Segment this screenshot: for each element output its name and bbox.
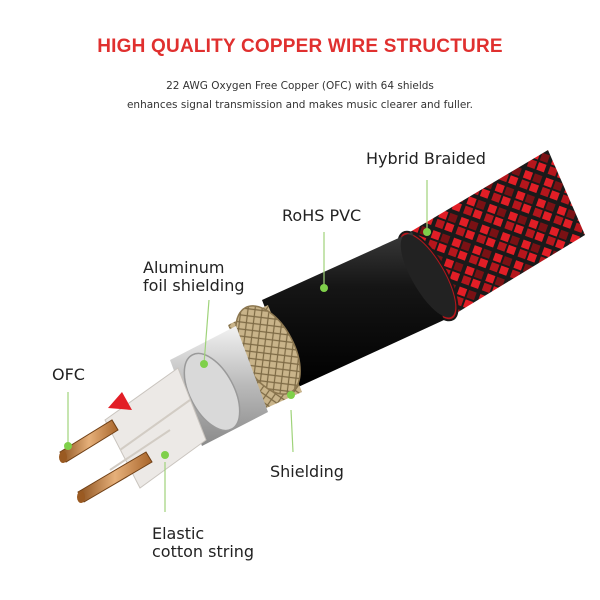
label-elastic-line-2: cotton string [152, 542, 255, 561]
subtitle-line-1: 22 AWG Oxygen Free Copper (OFC) with 64 … [166, 80, 434, 92]
copper-conductors [59, 419, 153, 503]
label-elastic-line-1: Elastic [152, 524, 205, 543]
pointer-dots [64, 228, 431, 459]
label-shielding: Shielding [270, 462, 344, 481]
page-title: HIGH QUALITY COPPER WIRE STRUCTURE [97, 36, 503, 57]
label-hybrid-braided: Hybrid Braided [366, 149, 486, 168]
label-rohs-pvc: RoHS PVC [282, 206, 362, 225]
label-aluminum-line-2: foil shielding [143, 276, 245, 295]
pointer-lines [67, 180, 428, 512]
subtitle-line-2: enhances signal transmission and makes m… [126, 99, 474, 111]
pvc-jacket [262, 232, 456, 388]
label-ofc: OFC [52, 365, 85, 384]
label-aluminum-line-1: Aluminum [143, 258, 225, 277]
inner-cores [104, 367, 207, 489]
